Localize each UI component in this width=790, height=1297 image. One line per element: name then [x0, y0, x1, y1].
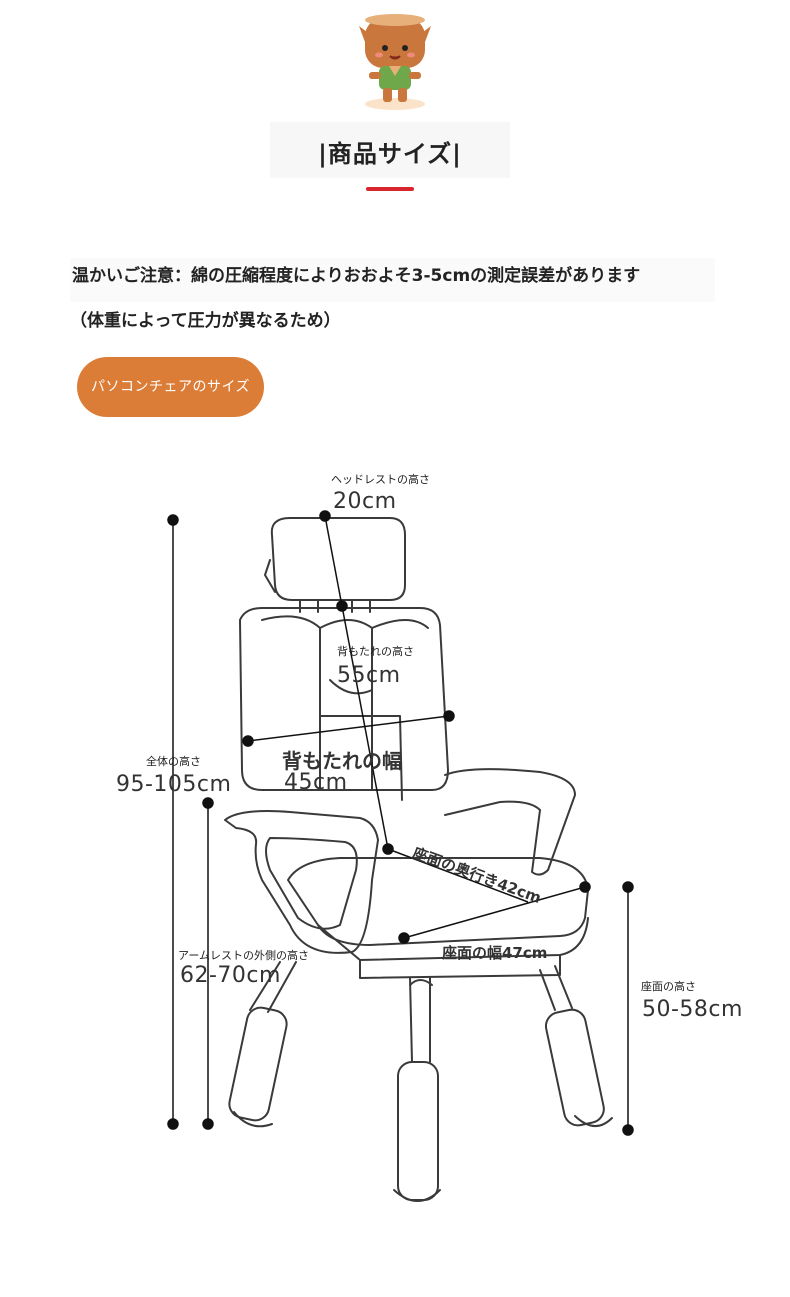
- backrest-width-label: 背もたれの幅: [282, 749, 402, 773]
- headrest-height-label: ヘッドレストの高さ: [331, 473, 430, 486]
- seat-height-label: 座面の高さ: [641, 980, 696, 993]
- total-height-label: 全体の高さ: [146, 755, 201, 768]
- total-height-value: 95-105cm: [116, 772, 232, 797]
- notice-line-2: （体重によって圧力が異なるため）: [70, 311, 341, 331]
- headrest-height-value: 20cm: [333, 489, 397, 514]
- chair-dimension-diagram: [167, 510, 634, 1202]
- chair-outline: [224, 517, 613, 1202]
- chair-size-tag: パソコンチェアのサイズ: [77, 357, 264, 417]
- measurement-lines: [167, 510, 634, 1136]
- seat-width-label: 座面の幅47cm: [442, 944, 548, 962]
- backrest-width-value: 45cm: [284, 770, 348, 795]
- armrest-height-label: アームレストの外側の高さ: [178, 949, 310, 962]
- title-panel: |商品サイズ|: [270, 122, 510, 178]
- seat-height-value: 50-58cm: [642, 997, 743, 1022]
- title-underline: [366, 187, 414, 191]
- notice-line-1: 温かいご注意：綿の圧縮程度によりおおよそ3-5cmの測定誤差があります: [70, 258, 715, 302]
- backrest-height-value: 55cm: [337, 663, 401, 688]
- backrest-height-label: 背もたれの高さ: [337, 645, 414, 658]
- mascot-icon: [359, 14, 431, 110]
- page-title: |商品サイズ|: [318, 140, 462, 168]
- armrest-height-value: 62-70cm: [180, 963, 281, 988]
